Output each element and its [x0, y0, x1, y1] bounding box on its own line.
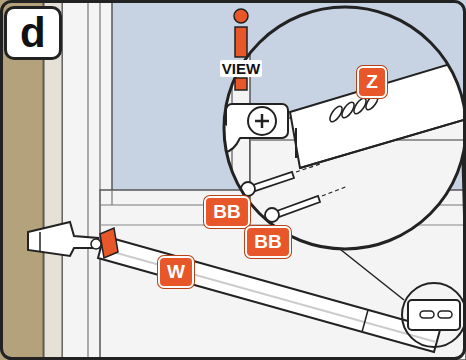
door-bracket-small — [408, 300, 460, 330]
callout-letter: W — [158, 256, 194, 288]
callout-letter: Z — [357, 66, 387, 98]
bracket-plate — [290, 58, 466, 168]
view-label: VIEW — [220, 60, 262, 77]
callout-letter: BB — [204, 196, 249, 228]
step-letter: d — [4, 6, 62, 60]
view-icon — [234, 9, 248, 90]
callout-letter: BB — [245, 226, 290, 258]
wall-bracket — [28, 222, 98, 256]
hold-clip — [100, 228, 118, 258]
